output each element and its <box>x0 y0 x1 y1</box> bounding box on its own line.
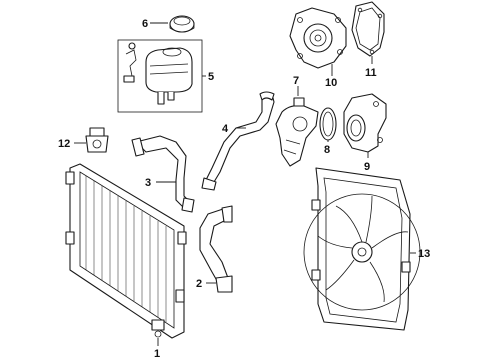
callout-4: 4 <box>222 123 229 135</box>
callout-11: 11 <box>365 67 377 79</box>
radiator-inlet-hose <box>131 135 195 213</box>
water-pump <box>289 7 347 69</box>
reservoir-cap <box>169 15 195 33</box>
radiator <box>65 163 187 339</box>
fan-blades <box>317 195 409 303</box>
lower-hose <box>199 205 233 293</box>
expansion-tank-assembly <box>117 39 203 113</box>
callout-12: 12 <box>58 138 70 150</box>
upper-hose <box>201 91 275 191</box>
callout-6: 6 <box>142 18 148 30</box>
cooling-fan-shroud <box>303 167 421 331</box>
coolant-sensor <box>85 127 109 153</box>
callout-13: 13 <box>418 248 430 260</box>
thermostat <box>343 93 387 153</box>
thermostat-housing <box>275 97 319 167</box>
radiator-core-fins <box>85 176 167 322</box>
callout-10: 10 <box>325 77 337 89</box>
callout-3: 3 <box>145 177 151 189</box>
callout-9: 9 <box>364 161 370 173</box>
callout-8: 8 <box>324 144 330 156</box>
callout-1: 1 <box>154 348 160 360</box>
seal-ring <box>319 107 337 141</box>
callout-7: 7 <box>293 75 299 87</box>
callout-5: 5 <box>208 71 214 83</box>
pump-gasket <box>351 1 385 57</box>
callout-2: 2 <box>196 278 202 290</box>
